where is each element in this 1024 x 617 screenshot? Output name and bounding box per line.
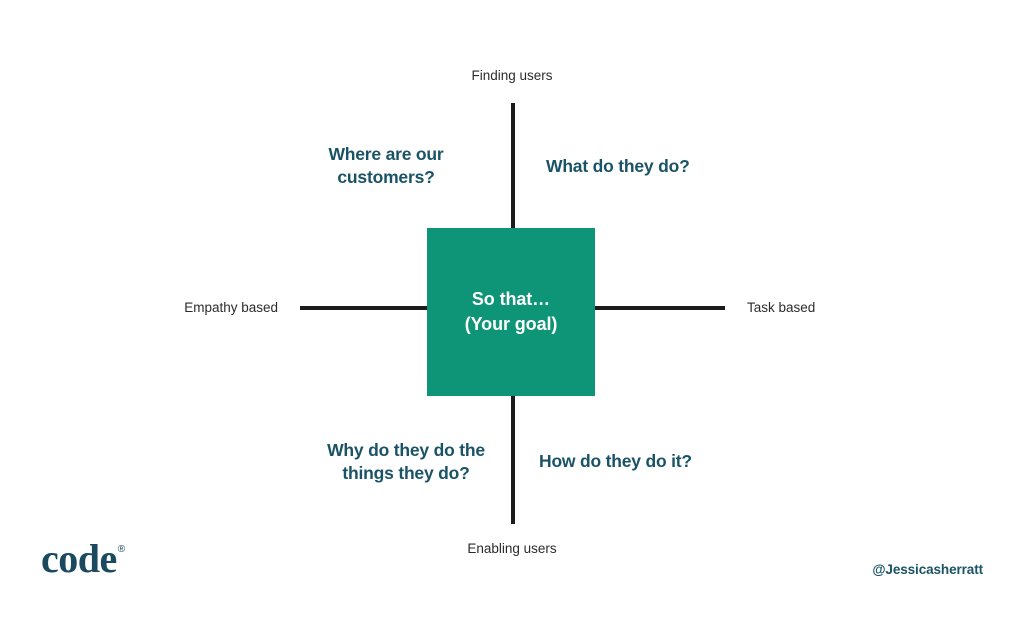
quadrant-top-left-line-2: customers?: [337, 167, 435, 187]
quadrant-bottom-left-line-1: Why do they do the: [327, 440, 485, 460]
axis-line-vertical-bottom: [511, 396, 515, 524]
quadrant-label-bottom-right: How do they do it?: [539, 450, 819, 473]
axis-label-left: Empathy based: [184, 300, 278, 315]
axis-label-bottom: Enabling users: [467, 541, 557, 556]
goal-box-line-1: So that…: [471, 289, 551, 309]
registered-trademark-icon: ®: [117, 544, 126, 555]
social-handle: @Jessicasherratt: [872, 562, 983, 577]
axis-line-vertical-top: [511, 103, 515, 229]
quadrant-label-top-left: Where are our customers?: [286, 143, 486, 189]
brand-logo-wordmark: code: [41, 536, 117, 581]
axis-line-horizontal-right: [594, 306, 725, 310]
goal-box: So that… (Your goal): [427, 228, 595, 396]
brand-logo: code ®: [41, 539, 125, 579]
quadrant-bottom-right-line-1: How do they do it?: [539, 451, 692, 471]
quadrant-label-bottom-left: Why do they do the things they do?: [306, 439, 506, 485]
quadrant-top-right-line-1: What do they do?: [546, 156, 690, 176]
quadrant-label-top-right: What do they do?: [546, 155, 806, 178]
quadrant-top-left-line-1: Where are our: [328, 144, 444, 164]
goal-box-line-2: (Your goal): [464, 314, 558, 334]
axis-label-right: Task based: [747, 300, 816, 315]
quadrant-bottom-left-line-2: things they do?: [342, 463, 470, 483]
axis-label-top: Finding users: [471, 68, 553, 83]
axis-line-horizontal-left: [300, 306, 428, 310]
